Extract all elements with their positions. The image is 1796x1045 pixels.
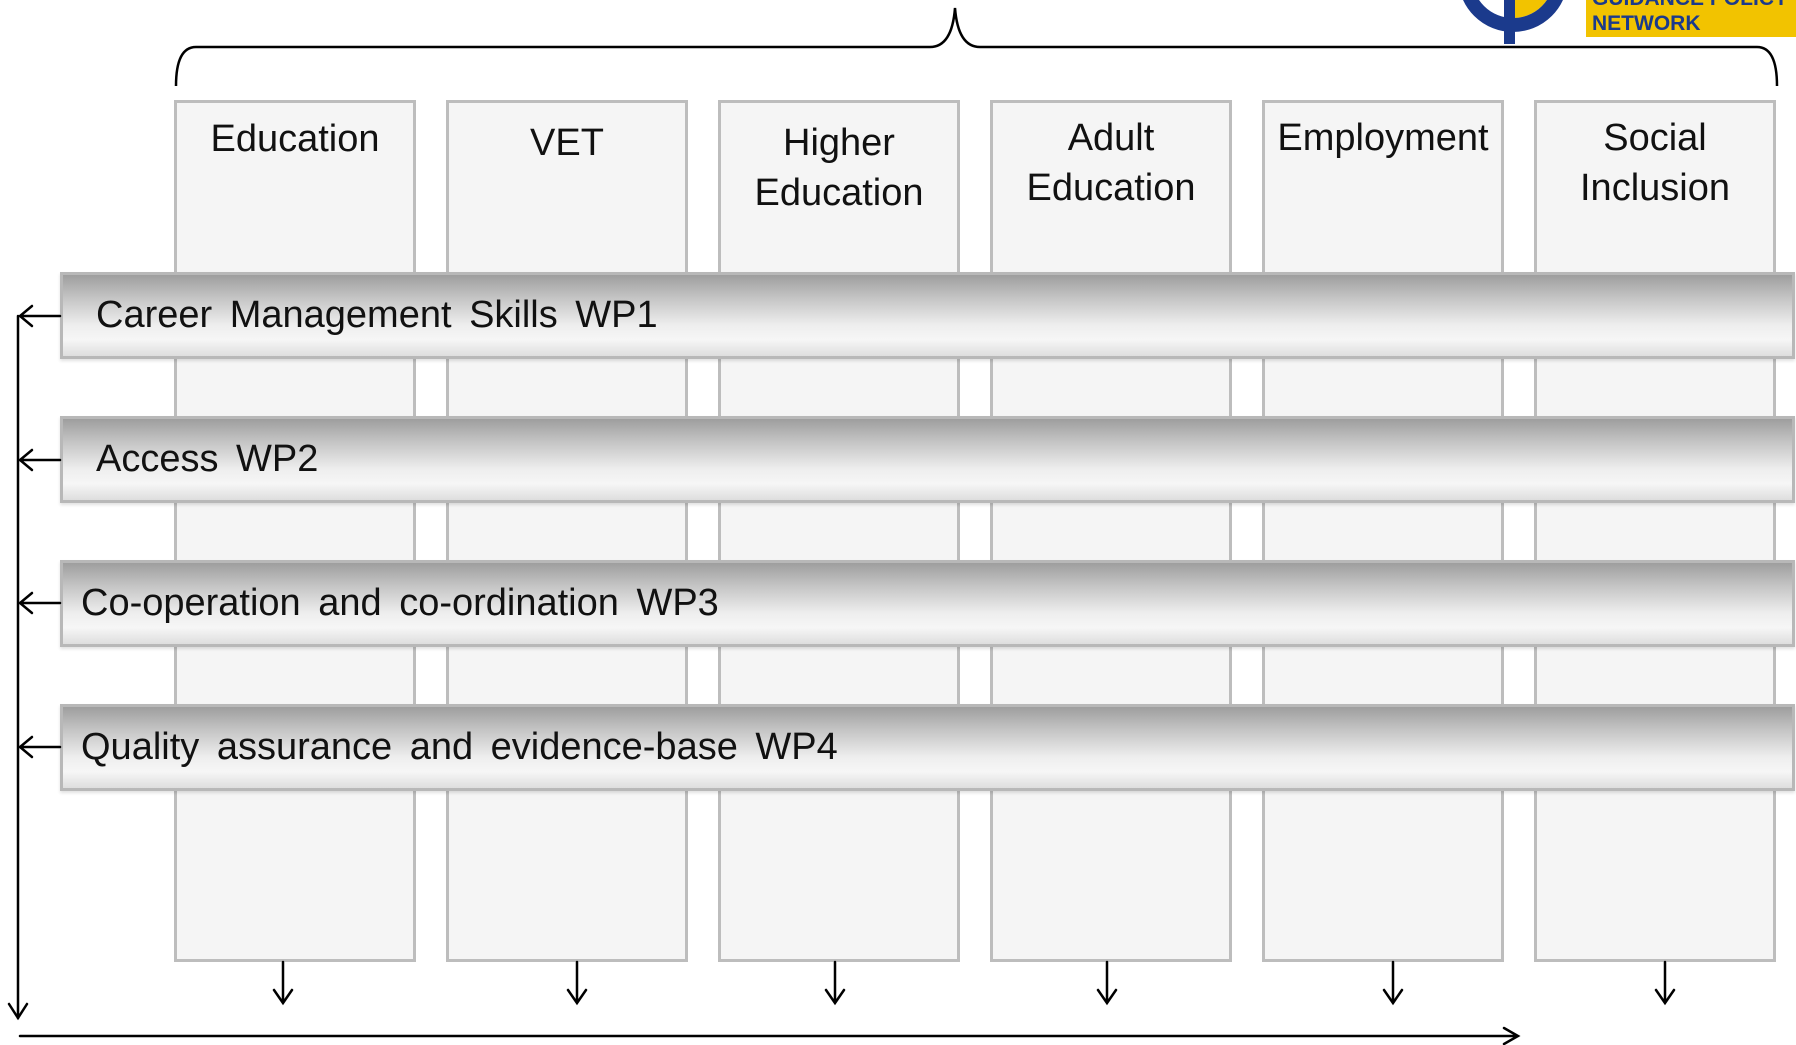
band-label: Career Management Skills WP1 — [96, 294, 658, 336]
band-wp3: Co-operation and co-ordination WP3 — [60, 560, 1795, 647]
logo-text-box — [1586, 0, 1796, 37]
band-wp4: Quality assurance and evidence-base WP4 — [60, 704, 1795, 791]
column-label: Social Inclusion — [1580, 117, 1730, 209]
column-vet — [446, 100, 688, 962]
column-adult-education — [990, 100, 1232, 962]
column-label: Adult Education — [1026, 117, 1196, 209]
logo-text-line1: GUIDANCE POLICY — [1592, 0, 1788, 9]
column-label: VET — [530, 122, 604, 164]
column-label: Education — [210, 118, 380, 160]
logo-text-line2: NETWORK — [1592, 12, 1701, 35]
logo-emblem-stem — [1504, 0, 1515, 44]
column-education — [174, 100, 416, 962]
band-wp1: Career Management Skills WP1 — [60, 272, 1795, 359]
column-employment — [1262, 100, 1504, 962]
column-label: Employment — [1277, 117, 1489, 159]
column-label: Higher Education — [754, 122, 924, 214]
band-label: Co-operation and co-ordination WP3 — [81, 582, 719, 624]
band-label: Quality assurance and evidence-base WP4 — [81, 726, 838, 768]
network-logo: GUIDANCE POLICY NETWORK — [1440, 0, 1796, 50]
column-social-inclusion — [1534, 100, 1776, 962]
band-label: Access WP2 — [96, 438, 319, 480]
column-higher-education — [718, 100, 960, 962]
band-wp2: Access WP2 — [60, 416, 1795, 503]
